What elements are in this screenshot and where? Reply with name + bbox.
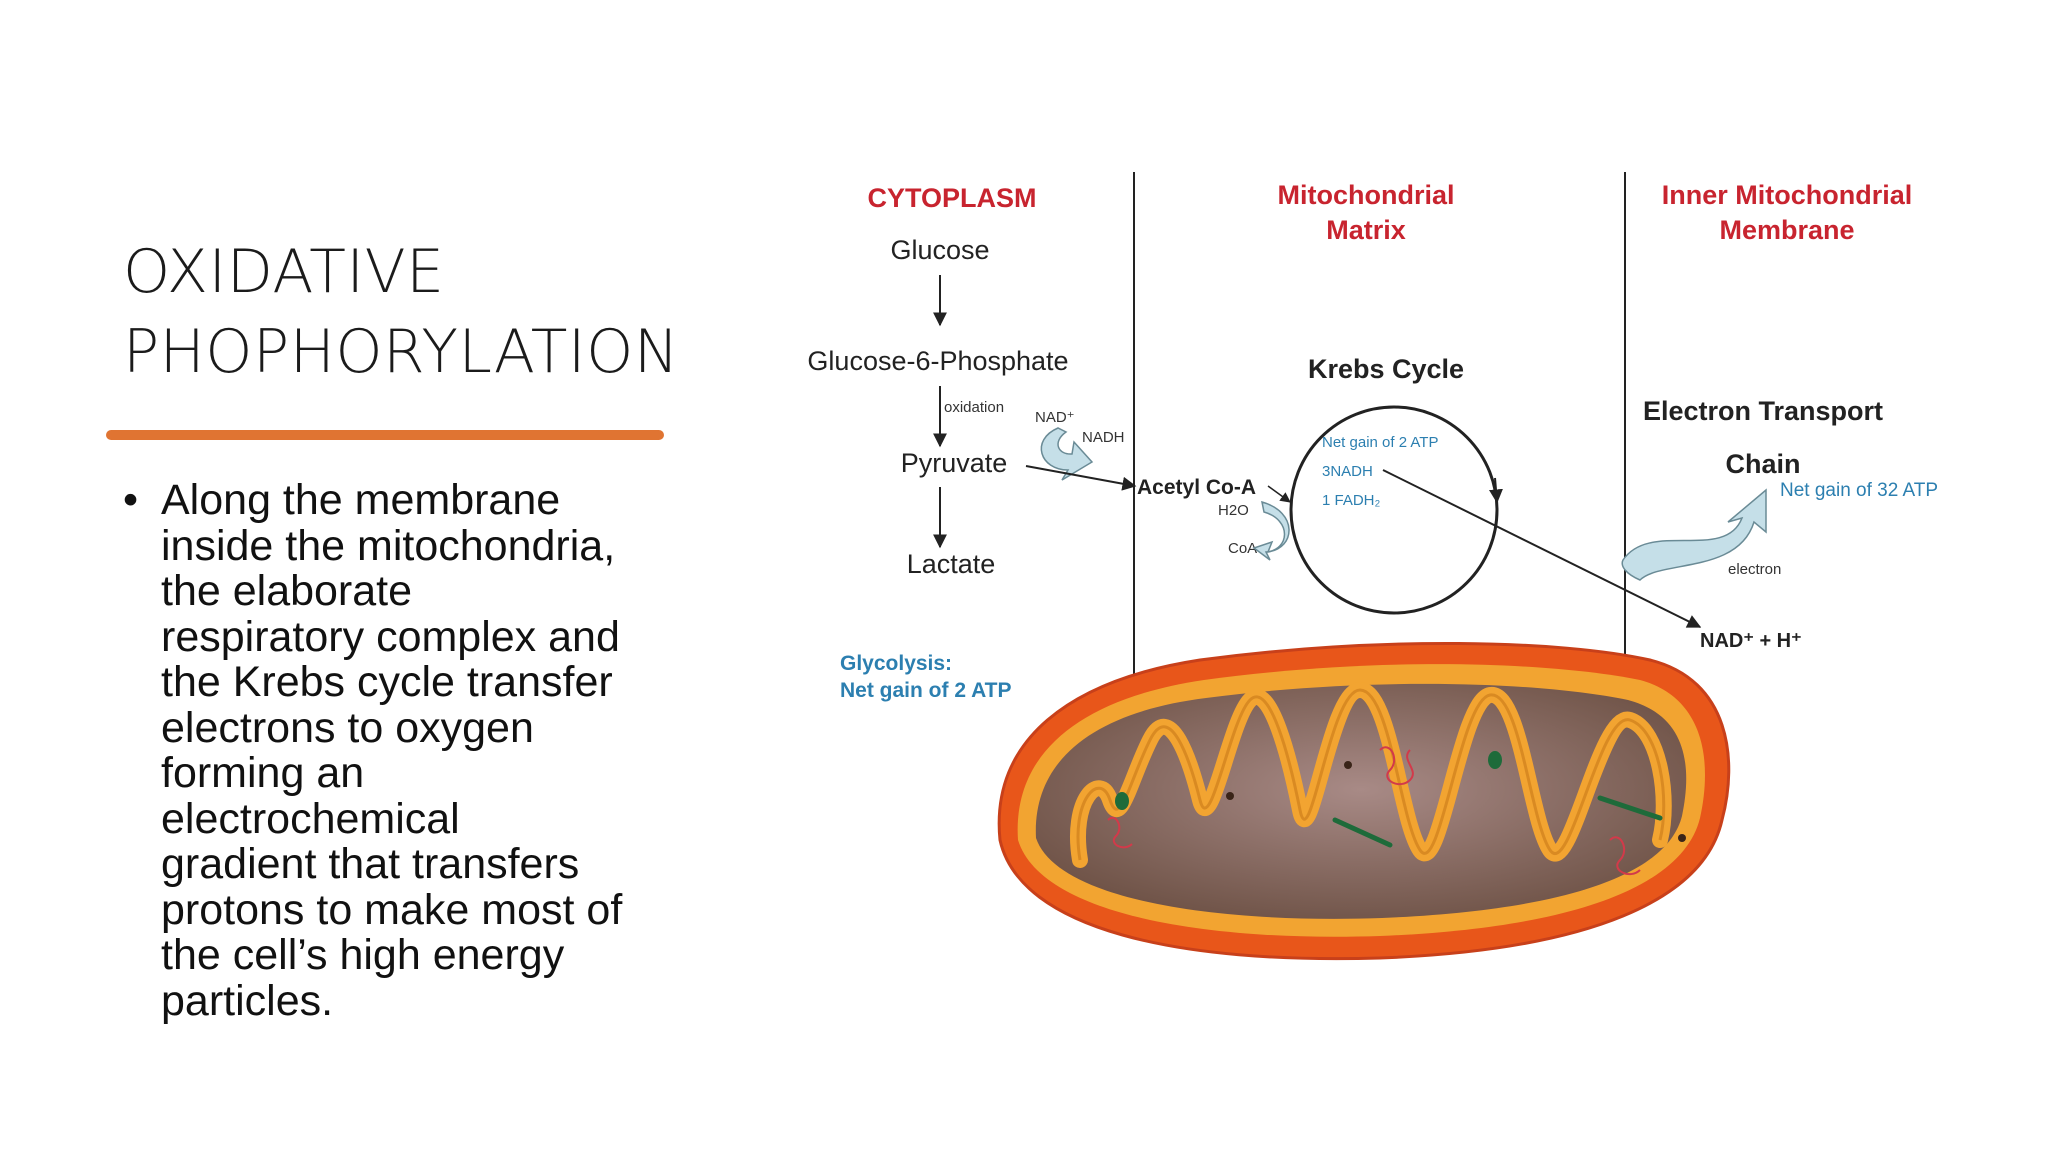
etc-title-line-2: Chain (1725, 449, 1800, 479)
bullet-line: particles. (161, 976, 334, 1025)
bullet-line: gradient that transfers (161, 840, 580, 888)
krebs-nadh: 3NADH (1322, 463, 1373, 480)
header-cytoplasm: CYTOPLASM (867, 183, 1036, 213)
bullet-line: electrochemical (161, 794, 460, 843)
label-nad-h-plus: NAD⁺ + H⁺ (1700, 630, 1802, 652)
slide-title-line-1: OXIDATIVE (123, 237, 445, 307)
bullet-line: respiratory complex and (161, 612, 620, 661)
mitochondrion-illustration (997, 642, 1731, 961)
label-coa: CoA (1228, 540, 1257, 557)
label-oxidation: oxidation (944, 399, 1004, 416)
header-inner-membrane-line-1: Inner Mitochondrial (1662, 180, 1913, 210)
label-lactate: Lactate (907, 549, 996, 579)
krebs-cycle-circle (1289, 405, 1499, 615)
glycolysis-summary-line-1: Glycolysis: (840, 652, 952, 675)
label-glucose: Glucose (890, 235, 989, 265)
bullet-text: Along the membrane inside the mitochondr… (161, 476, 711, 1025)
label-nadh-glycolysis: NADH (1082, 429, 1125, 446)
label-nad-plus: NAD⁺ (1035, 409, 1075, 426)
slide-title-line-2: PHOPHORYLATION (123, 317, 680, 387)
slide-title: OXIDATIVE PHOPHORYLATION (123, 232, 683, 392)
arrow-pyruvate-to-acetyl (1025, 465, 1137, 491)
etc-title-line-1: Electron Transport (1643, 396, 1883, 426)
krebs-fadh2: 1 FADH₂ (1322, 492, 1381, 509)
bullet-line: the Krebs cycle transfer (161, 658, 613, 706)
title-underline (106, 430, 664, 440)
label-acetyl-coa: Acetyl Co-A (1137, 476, 1256, 499)
label-glucose-6-phosphate: Glucose-6-Phosphate (807, 346, 1068, 376)
header-matrix-line-1: Mitochondrial (1278, 180, 1455, 210)
bullet-line: inside the mitochondria, (161, 521, 616, 570)
header-inner-membrane-line-2: Membrane (1719, 215, 1854, 245)
curved-arrow-coa (1252, 500, 1290, 561)
krebs-cycle-title: Krebs Cycle (1308, 354, 1464, 384)
arrow-acetyl-to-cycle (1267, 485, 1291, 503)
label-pyruvate: Pyruvate (901, 448, 1008, 478)
glycolysis-summary-line-2: Net gain of 2 ATP (840, 679, 1012, 702)
arrow-nadh-to-etc (1382, 469, 1702, 628)
krebs-net-gain: Net gain of 2 ATP (1322, 434, 1438, 451)
bullet-dot: • (123, 476, 139, 524)
bullet-line: the cell’s high energy (161, 931, 565, 979)
curved-arrow-etc (1621, 488, 1767, 581)
krebs-cycle-direction-arrow (1488, 477, 1503, 504)
header-matrix-line-2: Matrix (1326, 215, 1406, 245)
bullet-line: protons to make most of (161, 885, 623, 934)
bullet-line: the elaborate (161, 567, 413, 615)
bullet-line: forming an (161, 749, 365, 797)
label-h2o: H2O (1218, 502, 1249, 519)
bullet-line: Along the membrane (161, 476, 561, 524)
bullet-line: electrons to oxygen (161, 703, 534, 752)
curved-arrow-nad (1040, 427, 1094, 481)
etc-net-gain: Net gain of 32 ATP (1780, 480, 1938, 501)
label-electron: electron (1728, 561, 1781, 578)
